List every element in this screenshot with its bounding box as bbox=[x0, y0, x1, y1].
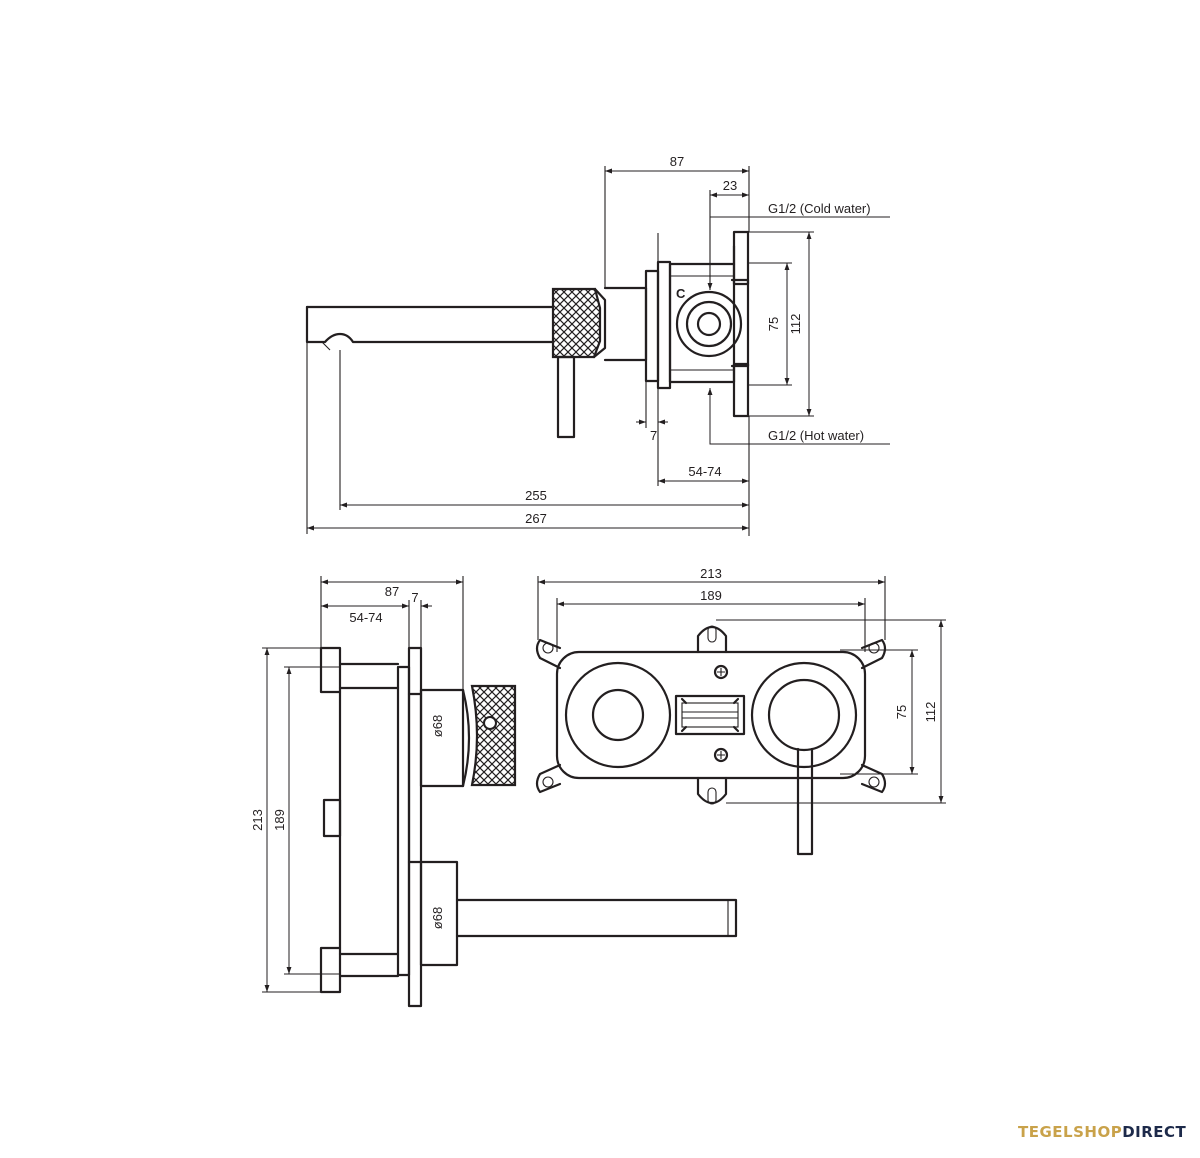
brand-part-2: DIRECT bbox=[1122, 1123, 1187, 1141]
dim-side-23: 23 bbox=[723, 178, 737, 193]
dim-front-213: 213 bbox=[700, 566, 722, 581]
brand-part-1: TEGELSHOP bbox=[1018, 1123, 1123, 1141]
dim-handle-dia: ø68 bbox=[430, 715, 445, 737]
dim-front-189: 189 bbox=[700, 588, 722, 603]
dim-side-112: 112 bbox=[788, 314, 803, 335]
dim-rear-54-74: 54-74 bbox=[349, 610, 382, 625]
valve-body-profile bbox=[319, 646, 423, 1008]
dim-side-54-74: 54-74 bbox=[688, 464, 721, 479]
side-dimensions: 87 23 G1/2 (Cold water) G1/2 (Hot water)… bbox=[306, 154, 890, 536]
mounting-frame bbox=[535, 625, 887, 805]
wall-plate-side bbox=[644, 233, 672, 428]
dim-side-267: 267 bbox=[525, 511, 547, 526]
dim-spout-dia: ø68 bbox=[430, 907, 445, 929]
dim-side-7: 7 bbox=[650, 428, 657, 443]
collar-side bbox=[603, 286, 648, 362]
front-dimensions: 213 189 75 112 bbox=[537, 566, 946, 804]
dim-front-75: 75 bbox=[894, 705, 909, 719]
rear-dimensions: 87 7 54-74 213 189 bbox=[250, 576, 464, 993]
dim-rear-213: 213 bbox=[250, 809, 265, 831]
rear-view: ø68 ø68 87 7 54-74 213 bbox=[250, 576, 738, 1008]
dim-front-112: 112 bbox=[923, 702, 938, 723]
handle-profile: ø68 bbox=[419, 684, 517, 788]
knurled-handle-side bbox=[551, 287, 607, 439]
dim-side-255: 255 bbox=[525, 488, 547, 503]
cold-mark: C bbox=[676, 286, 686, 301]
label-cold-water: G1/2 (Cold water) bbox=[768, 201, 871, 216]
valve-body-side: C bbox=[668, 230, 750, 418]
spout-profile: ø68 bbox=[419, 860, 738, 967]
front-view: 213 189 75 112 bbox=[535, 566, 946, 856]
dim-rear-87: 87 bbox=[385, 584, 399, 599]
spout-side bbox=[305, 305, 555, 351]
label-hot-water: G1/2 (Hot water) bbox=[768, 428, 864, 443]
dim-rear-7: 7 bbox=[411, 590, 418, 605]
brand-logo: TEGELSHOPDIRECT bbox=[1018, 1123, 1186, 1141]
dim-rear-189: 189 bbox=[272, 809, 287, 831]
front-plate bbox=[555, 650, 867, 856]
side-view: C 87 23 G1/2 (Cold water) G1/2 (Hot wate… bbox=[305, 154, 890, 536]
dim-side-75: 75 bbox=[766, 317, 781, 331]
dim-side-87: 87 bbox=[670, 154, 684, 169]
